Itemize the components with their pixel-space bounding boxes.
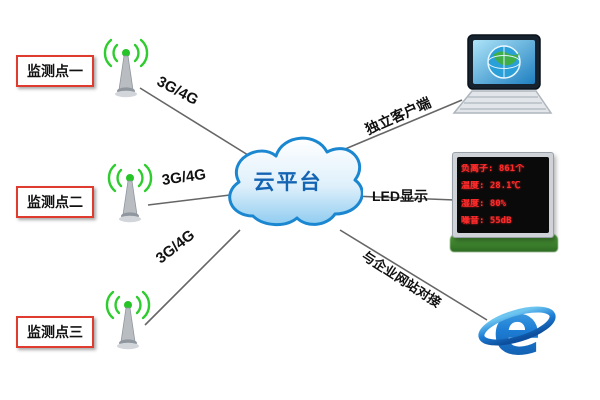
led-row-temp: 温度: 28.1℃ [461,181,521,192]
monitor-point-1-label: 监测点一 [16,55,94,87]
tree-foliage [450,234,558,252]
led-row-noise: 噪音: 55dB [461,216,512,227]
led-row-ion: 负离子: 861个 [461,163,525,174]
svg-text:e: e [493,288,542,371]
led-link-label: LED显示 [372,188,428,204]
wifi-antenna-icon-3 [100,290,156,359]
wifi-antenna-icon-1 [98,38,154,107]
wifi-antenna-icon-2 [102,163,158,232]
monitor-point-2-label: 监测点二 [16,186,94,218]
led-frame: 负离子: 861个 温度: 28.1℃ 湿度: 80% 噪音: 55dB [452,152,554,238]
ie-browser-icon: e [478,287,556,377]
cloud-shape [228,136,364,226]
laptop-icon [448,33,556,126]
led-screen: 负离子: 861个 温度: 28.1℃ 湿度: 80% 噪音: 55dB [457,157,549,233]
led-row-humidity: 湿度: 80% [461,198,507,209]
monitor-point-3-label: 监测点三 [16,316,94,348]
cloud-platform-label: 云平台 [253,171,323,194]
led-display: 负离子: 861个 温度: 28.1℃ 湿度: 80% 噪音: 55dB [450,150,560,254]
cloud-platform-node: 云平台 [213,128,364,238]
